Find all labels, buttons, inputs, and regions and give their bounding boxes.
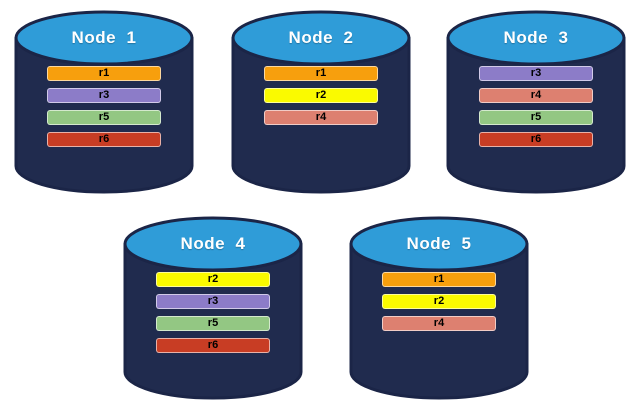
node-2-cylinder: Node 2 r1 r2 r4: [230, 8, 412, 194]
replica-bar-r1: r1: [382, 272, 496, 287]
replica-bar-r4: r4: [264, 110, 378, 125]
replica-list: r1 r2 r4: [348, 272, 530, 331]
node-title: Node 1: [71, 28, 137, 47]
node-3-cylinder: Node 3 r3 r4 r5 r6: [445, 8, 627, 194]
replica-bar-r4: r4: [479, 88, 593, 103]
node-1-cylinder: Node 1 r1 r3 r5 r6: [13, 8, 195, 194]
replica-bar-r2: r2: [382, 294, 496, 309]
replica-bar-r5: r5: [479, 110, 593, 125]
node-title: Node 5: [406, 234, 472, 253]
replica-bar-r3: r3: [156, 294, 270, 309]
replica-bar-r3: r3: [47, 88, 161, 103]
replica-bar-r6: r6: [47, 132, 161, 147]
node-title: Node 3: [503, 28, 569, 47]
replica-bar-r3: r3: [479, 66, 593, 81]
replica-bar-r6: r6: [156, 338, 270, 353]
replica-bar-r2: r2: [264, 88, 378, 103]
replica-bar-r1: r1: [264, 66, 378, 81]
node-title: Node 4: [180, 234, 246, 253]
replica-bar-r6: r6: [479, 132, 593, 147]
replica-bar-r5: r5: [156, 316, 270, 331]
node-title: Node 2: [288, 28, 354, 47]
replica-list: r2 r3 r5 r6: [122, 272, 304, 353]
node-4-cylinder: Node 4 r2 r3 r5 r6: [122, 214, 304, 400]
replica-bar-r2: r2: [156, 272, 270, 287]
replica-list: r3 r4 r5 r6: [445, 66, 627, 147]
replica-bar-r1: r1: [47, 66, 161, 81]
replica-bar-r4: r4: [382, 316, 496, 331]
replica-bar-r5: r5: [47, 110, 161, 125]
replica-list: r1 r3 r5 r6: [13, 66, 195, 147]
replica-list: r1 r2 r4: [230, 66, 412, 125]
node-5-cylinder: Node 5 r1 r2 r4: [348, 214, 530, 400]
